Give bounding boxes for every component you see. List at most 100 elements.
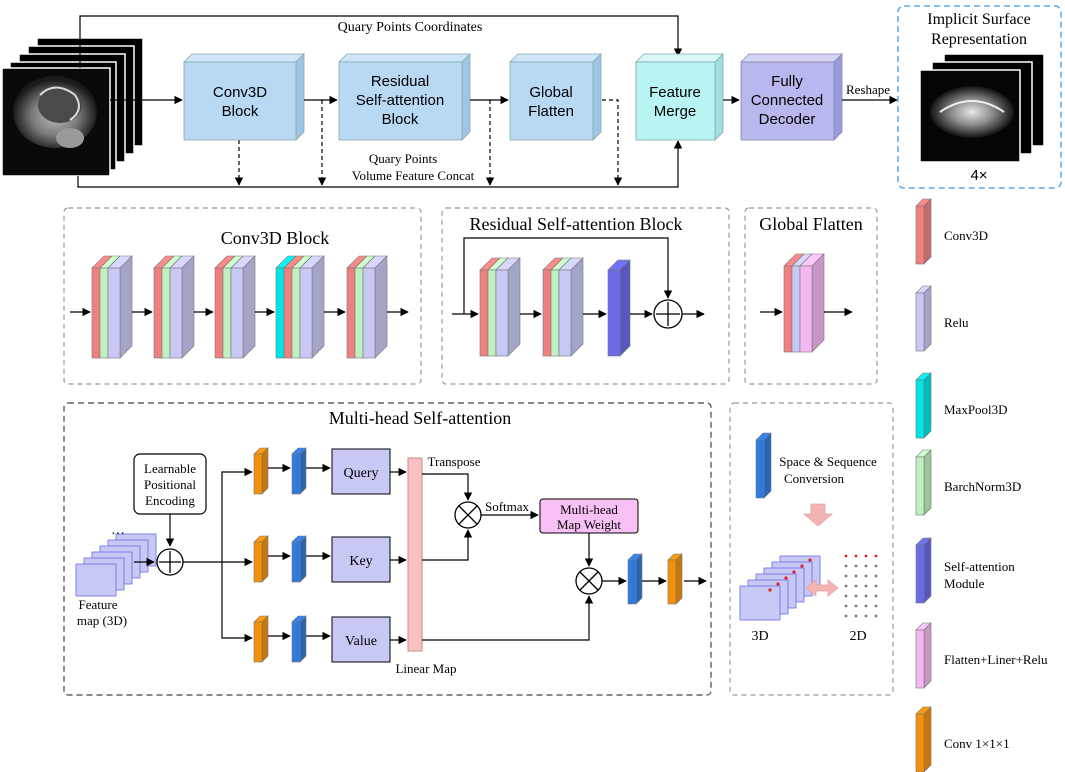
legend-item-3: BarchNorm3D [915, 449, 1021, 516]
legend-label-0: Conv3D [944, 228, 988, 243]
mhsa-out-conv111 [667, 553, 683, 605]
linear-map-bar [407, 457, 423, 652]
reshape-label: Reshape [846, 82, 890, 97]
feature-map-line1: Feature [79, 597, 118, 612]
conv3d-layer-stacks [70, 255, 409, 359]
pipeline-arrows: Reshape [110, 82, 898, 105]
label-3d: 3D [751, 629, 768, 644]
query-concat-label-2: Volume Feature Concat [352, 168, 475, 183]
down-arrow-icon [802, 503, 834, 527]
positional-line1: Learnable [144, 461, 196, 476]
conv3d-stack-4-layer-2 [362, 255, 388, 359]
mri-input-stack [1, 37, 144, 177]
legend-item-5: Flatten+Liner+Relu [915, 622, 1048, 689]
residual-stack-0-layer-2 [495, 257, 521, 357]
output-multiplier: 4× [970, 167, 987, 184]
feature-map-line2: map (3D) [77, 613, 127, 628]
legend-swatch-4 [915, 537, 932, 604]
output-title-line2: Representation [931, 31, 1027, 48]
mhsa-conv111-1 [253, 535, 269, 583]
legend-label-6: Conv 1×1×1 [944, 736, 1010, 751]
block-residual-self-attention: Residual Self-attention Block [338, 53, 471, 141]
panel-conv3d-block: Conv3D Block [63, 207, 422, 385]
positional-line2: Positional [144, 477, 196, 492]
legend-label-3: BarchNorm3D [944, 479, 1021, 494]
block-merge-line2: Merge [654, 103, 697, 120]
panel-conversion: Space & Sequence Conversion 3D 2D [729, 402, 894, 696]
conversion-title-line2: Conversion [784, 471, 844, 486]
legend-swatch-0 [915, 198, 932, 265]
map-weight-line2: Map Weight [557, 517, 621, 532]
label-2d: 2D [849, 629, 866, 644]
mhsa-slabs [253, 447, 683, 663]
block-feature-merge: Feature Merge [635, 53, 724, 141]
mhsa-conv111-0 [253, 447, 269, 495]
block-fc-decoder: Fully Connected Decoder [740, 53, 843, 141]
output-surface-box: Implicit Surface Representation 4× [897, 5, 1062, 189]
block-residual-line1: Residual [371, 73, 429, 90]
block-global-line1: Global [529, 84, 572, 101]
block-residual-line3: Block [382, 111, 419, 128]
flatten-layer-2 [799, 253, 825, 353]
legend-swatch-5 [915, 622, 932, 689]
panel-global-flatten: Global Flatten [744, 207, 878, 385]
query-concat-path: Quary Points Volume Feature Concat [77, 99, 683, 188]
positional-line3: Encoding [145, 493, 195, 508]
block-global-flatten: Global Flatten [509, 53, 602, 141]
legend-swatch-2 [915, 372, 932, 439]
query-label: Query [344, 466, 379, 481]
block-conv3d: Conv3D Block [183, 53, 305, 141]
block-residual-line2: Self-attention [356, 92, 444, 109]
conv3d-stack-2-layer-2 [230, 255, 256, 359]
mhsa-out-seq [627, 553, 643, 605]
conversion-title-line1: Space & Sequence [779, 454, 877, 469]
residual-self-attention-slab [607, 259, 631, 357]
legend-label-2: MaxPool3D [944, 402, 1008, 417]
mhsa-seq-1 [291, 535, 307, 583]
mhsa-seq-2 [291, 615, 307, 663]
legend-swatch-3 [915, 449, 932, 516]
query-concat-label-1: Quary Points [369, 151, 437, 166]
panel-residual-title: Residual Self-attention Block [470, 214, 683, 234]
output-title-line1: Implicit Surface [927, 11, 1031, 28]
conversion-seq-slab [755, 432, 772, 499]
block-decoder-line3: Decoder [759, 111, 816, 128]
block-decoder-line1: Fully [771, 73, 803, 90]
flatten-layer-stack [760, 253, 853, 353]
panel-multihead: Multi-head Self-attention Learnable Posi… [63, 402, 712, 696]
legend-item-0: Conv3D [915, 198, 988, 265]
double-arrow-icon [805, 579, 839, 597]
residual-stack-1-layer-2 [558, 257, 584, 357]
residual-layer-stacks [452, 257, 653, 357]
panel-conv3d-title: Conv3D Block [221, 228, 330, 248]
value-label: Value [345, 634, 377, 649]
panel-multihead-title: Multi-head Self-attention [329, 408, 511, 428]
transpose-label: Transpose [428, 454, 481, 469]
key-label: Key [349, 554, 372, 569]
legend-label-1: Relu [944, 315, 969, 330]
map-weight-line1: Multi-head [560, 502, 618, 517]
mhsa-conv111-2 [253, 615, 269, 663]
legend-label-5: Flatten+Liner+Relu [944, 652, 1048, 667]
conv3d-stack-0-layer-2 [107, 255, 133, 359]
legend-label-4-b: Module [944, 576, 985, 591]
conv3d-stack-3-layer-3 [299, 255, 325, 359]
legend-swatch-6 [915, 706, 932, 772]
legend-item-6: Conv 1×1×1 [915, 706, 1010, 772]
conv3d-stack-1-layer-2 [169, 255, 195, 359]
legend-item-2: MaxPool3D [915, 372, 1008, 439]
mhsa-seq-0 [291, 447, 307, 495]
block-decoder-line2: Connected [751, 92, 824, 109]
panel-residual-block: Residual Self-attention Block [441, 207, 730, 385]
conversion-3d-stack [739, 555, 821, 621]
block-merge-line1: Feature [649, 84, 701, 101]
feature-map-stack [75, 533, 157, 597]
softmax-label: Softmax [485, 499, 530, 514]
block-conv3d-line1: Conv3D [213, 84, 267, 101]
panel-flatten-title: Global Flatten [759, 214, 862, 234]
block-global-line2: Flatten [528, 103, 574, 120]
linear-map-label: Linear Map [395, 661, 456, 676]
